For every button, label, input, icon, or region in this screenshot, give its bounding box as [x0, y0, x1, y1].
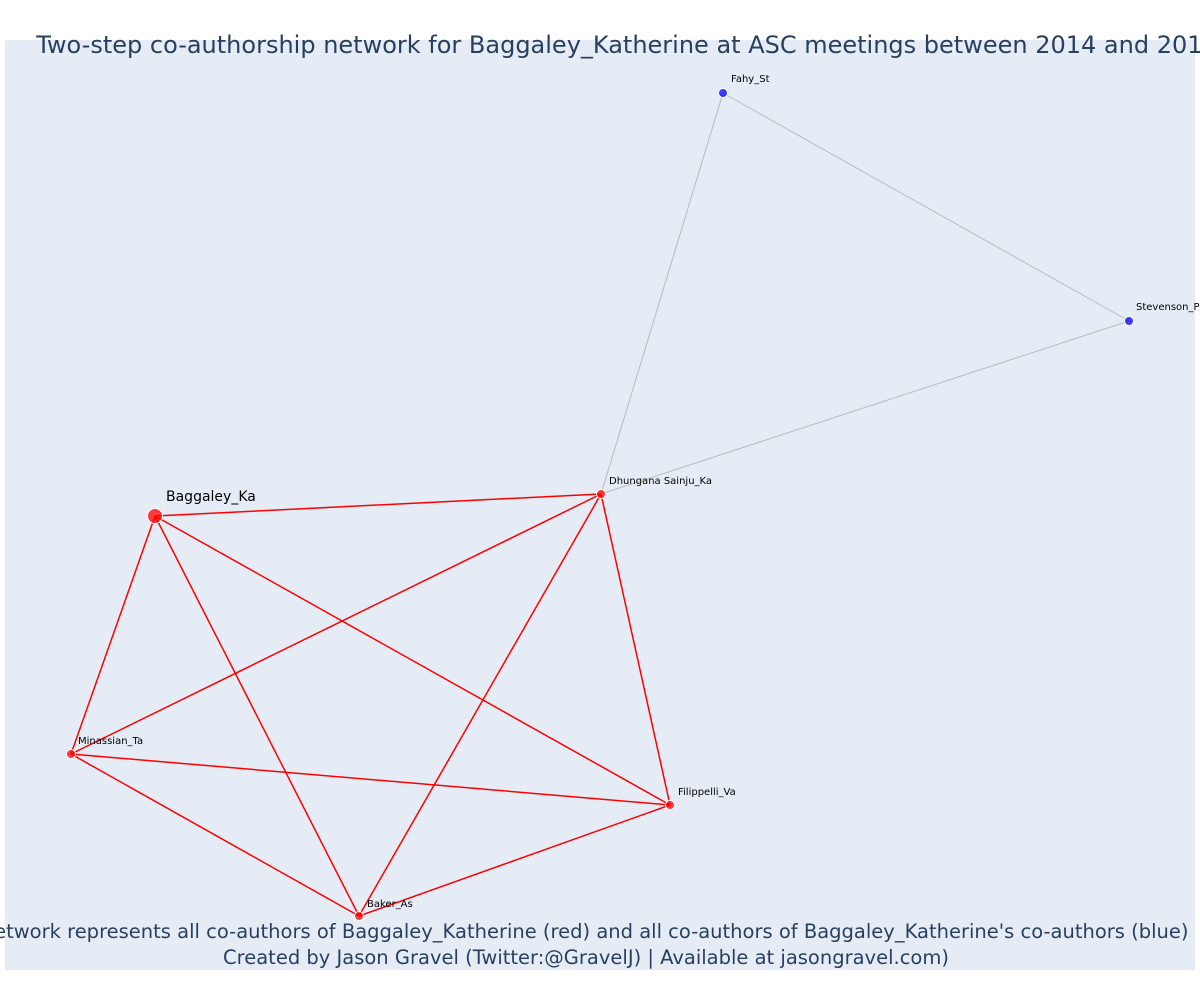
- labels-layer: Baggaley_Ka Dhungana Sainju_KaMinassian_T…: [78, 74, 1200, 910]
- edge-5: [358, 493, 602, 917]
- edges-layer: [70, 92, 1130, 917]
- edge-0: [154, 493, 602, 517]
- plot-background: [5, 40, 1195, 970]
- edge-11: [600, 320, 1130, 495]
- chart-title: Two-step co-authorship network for Bagga…: [35, 31, 1200, 59]
- node-label-fahy-st: Fahy_St: [731, 74, 770, 85]
- node-stevenson-p[interactable]: [1124, 316, 1134, 326]
- node-filippelli-va[interactable]: [665, 800, 675, 810]
- edge-4: [70, 493, 602, 755]
- node-baggaley-ka[interactable]: [147, 508, 163, 524]
- caption-line-1: Network represents all co-authors of Bag…: [0, 920, 1189, 943]
- node-fahy-st[interactable]: [718, 88, 728, 98]
- node-label-baker-as: Baker_As: [367, 899, 413, 910]
- edge-12: [722, 92, 1130, 322]
- edge-2: [154, 515, 360, 917]
- node-label-stevenson-p: Stevenson_P: [1136, 302, 1200, 313]
- node-label-filippelli-va: Filippelli_Va: [678, 787, 736, 798]
- edge-9: [358, 804, 671, 917]
- node-minassian-ta[interactable]: [66, 749, 76, 759]
- nodes-layer: [66, 88, 1134, 921]
- edge-8: [70, 753, 360, 917]
- node-label-dhungana-sainju-ka: Dhungana Sainju_Ka: [609, 476, 712, 487]
- edge-10: [600, 92, 724, 495]
- node-baker-as[interactable]: [354, 911, 364, 921]
- node-label-minassian-ta: Minassian_Ta: [78, 736, 143, 747]
- edge-6: [600, 493, 671, 806]
- edge-1: [70, 515, 156, 755]
- edge-3: [154, 515, 671, 806]
- node-label-baggaley-ka: Baggaley_Ka: [166, 489, 256, 505]
- caption-line-2: Created by Jason Gravel (Twitter:@Gravel…: [223, 946, 949, 969]
- edge-7: [70, 753, 671, 806]
- node-dhungana-sainju-ka[interactable]: [596, 489, 606, 499]
